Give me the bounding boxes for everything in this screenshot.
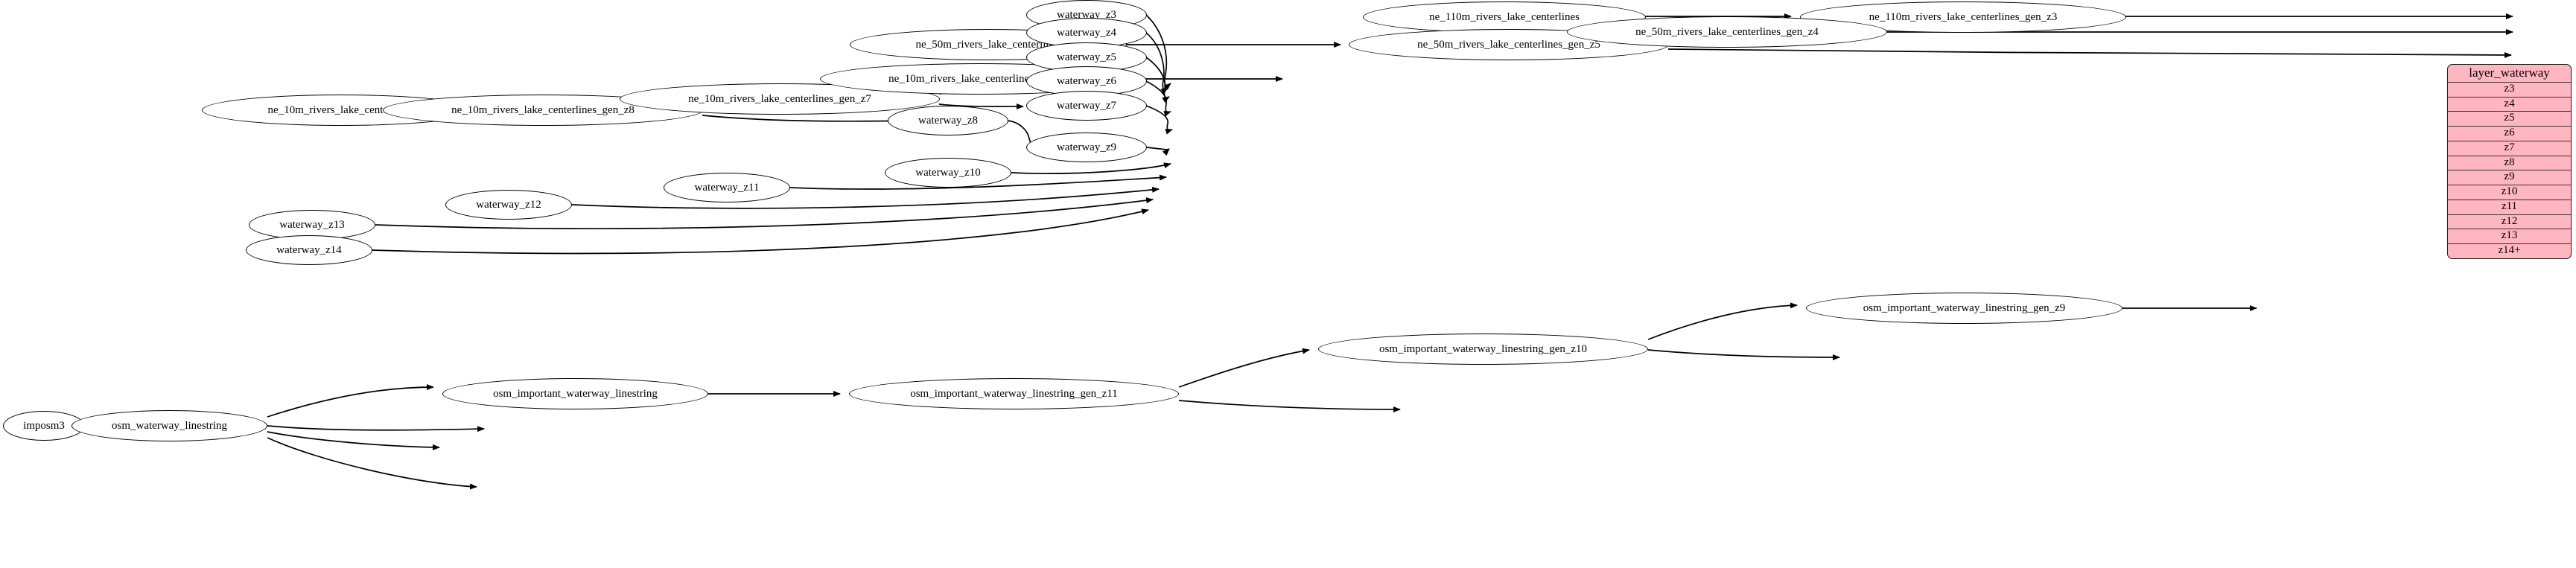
- graph-node-waterway_z9[interactable]: waterway_z9: [1026, 133, 1147, 162]
- graph-node-label: waterway_z14: [276, 243, 342, 256]
- graph-node-waterway_z14[interactable]: waterway_z14: [246, 235, 372, 265]
- graph-node-label: ne_10m_rivers_lake_centerlines_gen_z6: [888, 72, 1072, 85]
- graph-node-osm_important_waterway_linestring_gen_z9[interactable]: osm_important_waterway_linestring_gen_z9: [1806, 293, 2122, 324]
- graph-node-label: waterway_z8: [918, 114, 978, 127]
- layer-waterway-table-header: layer_waterway: [2448, 65, 2571, 83]
- layer-waterway-row-z13[interactable]: z13: [2448, 229, 2571, 245]
- graph-node-label: osm_important_waterway_linestring_gen_z1…: [1378, 342, 1588, 355]
- layer-waterway-row-z5[interactable]: z5: [2448, 112, 2571, 127]
- graph-node-label: ne_10m_rivers_lake_centerlines_gen_z8: [451, 103, 635, 116]
- graph-node-label: osm_waterway_linestring: [112, 419, 227, 432]
- graph-node-label: waterway_z7: [1057, 99, 1116, 112]
- graph-node-label: ne_50m_rivers_lake_centerlines: [915, 38, 1061, 51]
- graph-node-ne_10m_rivers_lake_centerlines_gen_z7[interactable]: ne_10m_rivers_lake_centerlines_gen_z7: [620, 83, 940, 115]
- layer-waterway-row-z3[interactable]: z3: [2448, 83, 2571, 98]
- graph-node-label: ne_50m_rivers_lake_centerlines_gen_z4: [1635, 25, 1819, 38]
- layer-waterway-row-z10[interactable]: z10: [2448, 185, 2571, 200]
- graph-node-label: osm_important_waterway_linestring_gen_z9: [1863, 301, 2066, 314]
- graph-node-label: waterway_z6: [1057, 74, 1116, 87]
- layer-waterway-row-z9[interactable]: z9: [2448, 170, 2571, 186]
- graph-node-waterway_z11[interactable]: waterway_z11: [664, 173, 790, 202]
- graph-node-label: waterway_z11: [694, 181, 760, 194]
- graph-node-label: ne_50m_rivers_lake_centerlines_gen_z5: [1417, 38, 1600, 51]
- layer-waterway-row-z4[interactable]: z4: [2448, 98, 2571, 112]
- graph-node-label: waterway_z10: [915, 166, 981, 179]
- graph-node-osm_important_waterway_linestring_gen_z10[interactable]: osm_important_waterway_linestring_gen_z1…: [1318, 334, 1648, 365]
- graph-node-label: ne_10m_rivers_lake_centerlines: [267, 103, 413, 116]
- graph-node-label: waterway_z13: [279, 218, 345, 231]
- graph-node-label: osm_important_waterway_linestring: [493, 387, 658, 400]
- graph-node-label: waterway_z5: [1057, 51, 1116, 63]
- graph-node-label: ne_110m_rivers_lake_centerlines_gen_z3: [1869, 10, 2058, 23]
- layer-waterway-row-z6[interactable]: z6: [2448, 127, 2571, 141]
- graph-node-osm_waterway_linestring[interactable]: osm_waterway_linestring: [71, 410, 267, 441]
- layer-waterway-row-z7[interactable]: z7: [2448, 141, 2571, 156]
- layer-waterway-row-z8[interactable]: z8: [2448, 156, 2571, 171]
- graph-node-label: waterway_z9: [1057, 141, 1116, 153]
- graph-node-waterway_z8[interactable]: waterway_z8: [888, 106, 1008, 135]
- graph-node-label: imposm3: [23, 419, 65, 432]
- graph-node-imposm3[interactable]: imposm3: [3, 411, 85, 441]
- graph-node-osm_important_waterway_linestring[interactable]: osm_important_waterway_linestring: [442, 378, 708, 409]
- graph-node-label: ne_110m_rivers_lake_centerlines: [1429, 10, 1580, 23]
- graph-node-label: waterway_z12: [476, 198, 541, 211]
- layer-waterway-row-z12[interactable]: z12: [2448, 215, 2571, 230]
- graph-node-label: waterway_z3: [1057, 8, 1116, 21]
- graph-node-waterway_z7[interactable]: waterway_z7: [1026, 91, 1147, 121]
- graph-node-waterway_z12[interactable]: waterway_z12: [445, 190, 572, 220]
- graph-node-label: ne_10m_rivers_lake_centerlines_gen_z7: [688, 92, 871, 105]
- graph-node-osm_important_waterway_linestring_gen_z11[interactable]: osm_important_waterway_linestring_gen_z1…: [849, 378, 1179, 409]
- graph-node-waterway_z10[interactable]: waterway_z10: [885, 158, 1011, 188]
- graph-node-label: waterway_z4: [1057, 26, 1116, 39]
- graph-node-waterway_z5[interactable]: waterway_z5: [1026, 42, 1147, 72]
- layer-waterway-row-z14+[interactable]: z14+: [2498, 244, 2521, 257]
- layer-waterway-row-z11[interactable]: z11: [2448, 200, 2571, 215]
- graph-node-ne_50m_rivers_lake_centerlines_gen_z4[interactable]: ne_50m_rivers_lake_centerlines_gen_z4: [1567, 16, 1887, 48]
- graph-node-label: osm_important_waterway_linestring_gen_z1…: [910, 387, 1118, 400]
